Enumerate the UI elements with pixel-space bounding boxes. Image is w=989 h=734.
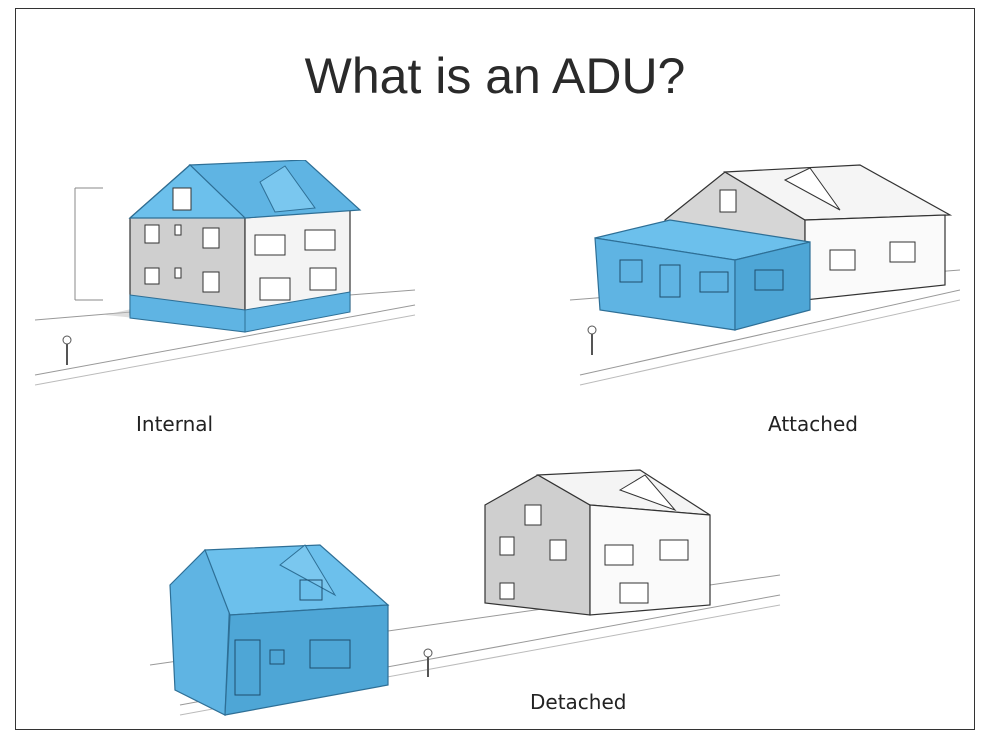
caption-detached: Detached bbox=[530, 690, 627, 714]
detached-adu-illustration bbox=[149, 469, 781, 716]
internal-adu-illustration bbox=[34, 160, 416, 386]
caption-attached: Attached bbox=[768, 412, 858, 436]
attached-adu-illustration bbox=[569, 164, 960, 386]
caption-internal: Internal bbox=[136, 412, 214, 436]
slide-title: What is an ADU? bbox=[304, 48, 686, 104]
